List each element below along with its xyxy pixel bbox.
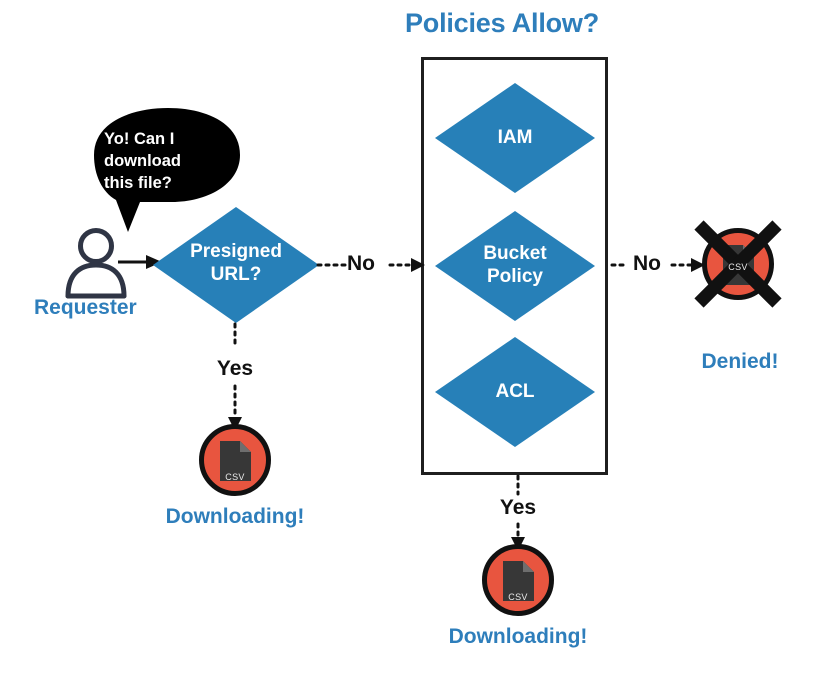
decision-bucket-policy[interactable] xyxy=(434,210,596,322)
csv-file-type-label: CSV xyxy=(225,472,245,482)
decision-acl[interactable] xyxy=(434,336,596,448)
edge-requester-to-presigned xyxy=(118,255,162,269)
outcome-denied-status: Denied! xyxy=(701,350,779,373)
outcome-downloading-policies-status: Downloading! xyxy=(448,625,588,648)
csv-file-icon-2 xyxy=(482,544,554,616)
speech-bubble-text: Yo! Can I download this file? xyxy=(104,128,228,194)
csv-file-type-label-2: CSV xyxy=(508,592,528,602)
edge-presigned-no xyxy=(316,258,425,272)
speech-bubble-icon xyxy=(94,108,240,232)
person-icon xyxy=(65,228,127,299)
decision-iam[interactable] xyxy=(434,82,596,194)
page-title: Policies Allow? xyxy=(0,8,818,39)
csv-file-icon xyxy=(199,424,271,496)
edge-policies-no xyxy=(610,258,705,272)
outcome-downloading-presigned-status: Downloading! xyxy=(165,505,305,528)
page-title-text: Policies Allow? xyxy=(404,8,600,38)
edge-presigned-yes-label: Yes xyxy=(216,357,254,380)
edge-presigned-no-label: No xyxy=(347,252,375,275)
csv-file-denied-icon xyxy=(694,220,782,308)
requester-label: Requester xyxy=(34,296,137,319)
speech-bubble-line-3: this file? xyxy=(104,174,172,192)
csv-file-type-label-denied: CSV xyxy=(728,262,748,272)
speech-bubble-line-2: download xyxy=(104,152,181,170)
edge-policies-no-label: No xyxy=(633,252,661,275)
decision-presigned-url[interactable] xyxy=(152,206,320,324)
speech-bubble-line-1: Yo! Can I xyxy=(104,130,175,148)
edge-policies-yes-label: Yes xyxy=(499,496,537,519)
